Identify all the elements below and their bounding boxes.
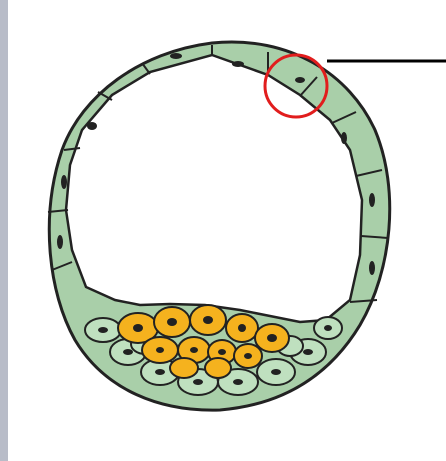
figure-canvas xyxy=(0,0,446,461)
blastocyst-diagram xyxy=(0,0,446,461)
